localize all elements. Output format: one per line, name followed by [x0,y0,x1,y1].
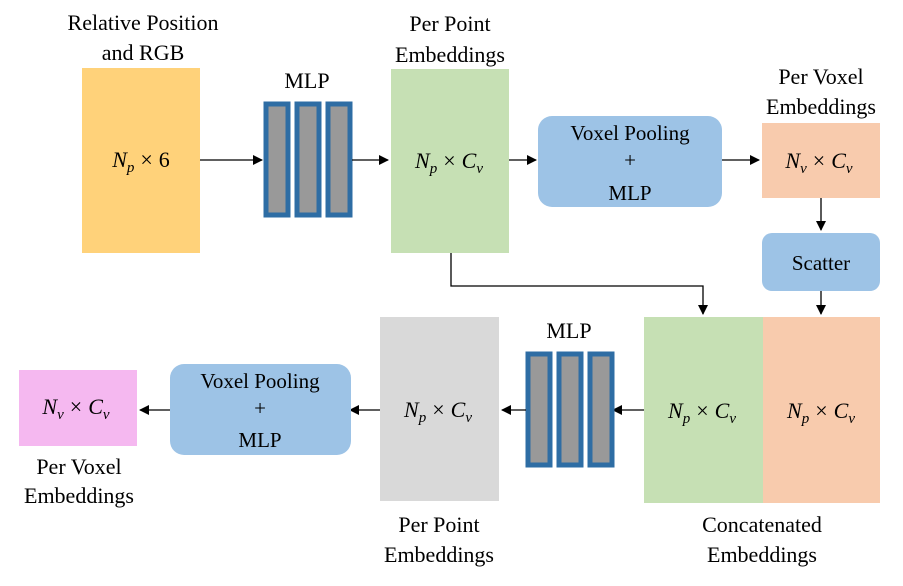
voxel-pooling-top-box [538,116,722,207]
per-point-bottom-label-line1: Per Point [398,512,479,537]
per-voxel-top-label-line1: Per Voxel [778,64,863,89]
voxel-pooling-top-line2: + [624,148,636,172]
mlp-top-bar-2 [294,101,322,218]
concat-label-line1: Concatenated [702,512,822,537]
per-voxel-bottom-label-line2: Embeddings [24,483,134,508]
voxel-pooling-bottom-line3: MLP [238,428,281,452]
input-box [82,68,200,253]
per-point-bottom-label-line2: Embeddings [384,542,494,567]
per-point-top-formula: Np×Cv [414,148,483,177]
mlp-bottom-bar-1 [525,351,553,468]
scatter-label: Scatter [792,251,850,275]
mlp-top-label: MLP [284,68,329,93]
mlp-bottom-label: MLP [546,318,591,343]
voxel-pooling-bottom-line1: Voxel Pooling [200,369,320,393]
voxel-pooling-bottom-box [170,364,351,455]
voxel-pooling-top-line3: MLP [608,181,651,205]
voxel-pooling-top-line1: Voxel Pooling [570,121,690,145]
input-label-line1: Relative Position [68,10,219,35]
concatenated-box [644,317,880,503]
per-point-bottom-formula: Np×Cv [403,397,472,426]
voxel-pooling-bottom-line2: + [254,396,266,420]
mlp-top-block [263,101,353,218]
per-voxel-top-formula: Nv×Cv [784,148,852,177]
input-label-line2: and RGB [102,40,185,65]
mlp-top-bar-3 [325,101,353,218]
per-point-bottom-box [380,317,499,501]
concat-right-formula: Np×Cv [786,398,855,427]
output-box-formula: Nv×Cv [41,394,109,423]
concat-label-line2: Embeddings [707,542,817,567]
mlp-bottom-bar-3 [587,351,615,468]
output-box [19,370,137,446]
concat-left-box [644,317,763,503]
per-voxel-top-box [762,123,880,198]
concat-left-formula: Np×Cv [667,398,736,427]
mlp-top-bar-1 [263,101,291,218]
mlp-bottom-block [525,351,615,468]
mlp-bottom-bar-2 [556,351,584,468]
arrow-skip-per-point-to-concat [450,253,708,315]
scatter-box [762,233,880,291]
per-voxel-top-label-line2: Embeddings [766,94,876,119]
per-point-top-box [391,69,509,253]
per-point-top-label-line2: Embeddings [395,42,505,67]
per-voxel-bottom-label-line1: Per Voxel [36,454,121,479]
input-box-formula: Np×6 [111,147,170,176]
concat-right-box [763,317,880,503]
per-point-top-label-line1: Per Point [409,11,490,36]
